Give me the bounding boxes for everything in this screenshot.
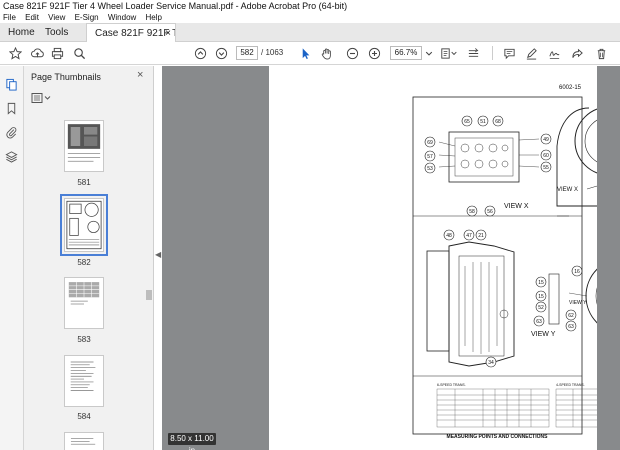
valve-block-drawing xyxy=(438,131,540,183)
tab-document[interactable]: Case 821F 921F Tie... × xyxy=(86,23,176,42)
page-thumbnails-icon[interactable] xyxy=(5,78,19,92)
page-footer: MEASURING POINTS AND CONNECTIONS xyxy=(447,434,549,440)
tab-bar: Home Tools Case 821F 921F Tie... × xyxy=(0,23,620,42)
pdf-page: 6002-15 65 xyxy=(269,66,620,450)
page-total: / 1063 xyxy=(261,48,284,57)
highlight-pen-icon[interactable] xyxy=(524,46,538,60)
svg-text:48: 48 xyxy=(446,233,452,239)
svg-text:63: 63 xyxy=(568,324,574,330)
svg-text:56: 56 xyxy=(487,209,493,215)
select-cursor-icon[interactable] xyxy=(298,46,312,60)
transmission-side-drawing xyxy=(426,241,515,367)
svg-text:62: 62 xyxy=(568,313,574,319)
svg-text:52: 52 xyxy=(538,305,544,311)
close-tab-icon[interactable]: × xyxy=(165,28,171,39)
star-icon[interactable] xyxy=(8,46,22,60)
view-y-callout: VIEW Y xyxy=(569,300,587,306)
zoom-level-input[interactable]: 66.7% xyxy=(390,46,422,60)
view-y-label: VIEW Y xyxy=(531,331,556,338)
table-left xyxy=(436,388,550,428)
thumbnail-page-583[interactable] xyxy=(64,277,104,329)
tab-home[interactable]: Home xyxy=(8,27,35,38)
next-page-icon[interactable] xyxy=(214,46,228,60)
thumbnail-label: 581 xyxy=(77,178,91,187)
svg-text:21: 21 xyxy=(478,233,484,239)
thumbnail-label: 584 xyxy=(77,412,91,421)
scrollbar-thumb[interactable] xyxy=(146,290,152,300)
page-fit-icon[interactable] xyxy=(438,46,452,60)
transmission-top-drawing xyxy=(556,106,620,217)
upload-cloud-icon[interactable] xyxy=(30,46,44,60)
svg-text:68: 68 xyxy=(495,119,501,125)
panel-title: Page Thumbnails xyxy=(31,72,101,82)
view-x-callout: VIEW X xyxy=(557,187,578,193)
thumbnail-label: 583 xyxy=(77,335,91,344)
tab-document-label: Case 821F 921F Tie... xyxy=(95,28,175,39)
svg-text:58: 58 xyxy=(469,209,475,215)
hand-tool-icon[interactable] xyxy=(319,46,333,60)
attachment-paperclip-icon[interactable] xyxy=(5,126,19,140)
thumbnail-page-581[interactable] xyxy=(64,120,104,172)
left-navigation-rail xyxy=(0,66,24,450)
previous-page-icon[interactable] xyxy=(193,46,207,60)
thumbnail-page-582[interactable] xyxy=(60,194,108,256)
svg-text:49: 49 xyxy=(543,137,549,143)
table-right-title: 4-SPEED TRANS. xyxy=(556,383,585,387)
document-view[interactable]: 6002-15 65 xyxy=(162,66,620,450)
zoom-in-icon[interactable] xyxy=(367,46,381,60)
page-fit-chevron-icon[interactable] xyxy=(450,46,458,60)
delete-trash-icon[interactable] xyxy=(594,46,608,60)
thumbnail-page-next[interactable] xyxy=(64,432,104,450)
table-right xyxy=(555,388,620,428)
print-icon[interactable] xyxy=(50,46,64,60)
zoom-out-icon[interactable] xyxy=(345,46,359,60)
bookmark-icon[interactable] xyxy=(5,102,19,116)
svg-text:15: 15 xyxy=(538,294,544,300)
table-left-title: 6-SPEED TRANS. xyxy=(437,383,466,387)
svg-text:65: 65 xyxy=(464,119,470,125)
thumbnail-page-584[interactable] xyxy=(64,355,104,407)
page-id: 6002-15 xyxy=(559,85,582,91)
toolbar: 582 / 1063 66.7% xyxy=(0,42,620,65)
zoom-dropdown-chevron-icon[interactable] xyxy=(424,46,434,60)
svg-text:63: 63 xyxy=(536,319,542,325)
menu-help[interactable]: Help xyxy=(145,13,162,22)
svg-text:15: 15 xyxy=(538,280,544,286)
page-size-badge: 8.50 x 11.00 in xyxy=(168,433,216,450)
menu-window[interactable]: Window xyxy=(107,13,137,22)
svg-text:51: 51 xyxy=(480,119,486,125)
collapse-panel-arrow-icon[interactable]: ◀ xyxy=(155,250,162,259)
svg-text:60: 60 xyxy=(543,153,549,159)
page-thumbnails-panel: Page Thumbnails × 581 xyxy=(24,66,154,450)
thumbnails-scrollbar[interactable] xyxy=(145,112,153,450)
svg-text:47: 47 xyxy=(466,233,472,239)
thumbnail-options-icon[interactable] xyxy=(31,92,53,104)
comment-icon[interactable] xyxy=(502,46,516,60)
layers-icon[interactable] xyxy=(5,150,19,164)
svg-text:57: 57 xyxy=(427,154,433,160)
share-mail-icon[interactable] xyxy=(570,46,584,60)
svg-text:53: 53 xyxy=(427,166,433,172)
menu-bar: File Edit View E-Sign Window Help xyxy=(0,12,620,23)
close-panel-icon[interactable]: × xyxy=(137,69,144,81)
menu-esign[interactable]: E-Sign xyxy=(74,13,99,22)
svg-text:69: 69 xyxy=(427,140,433,146)
svg-text:34: 34 xyxy=(488,360,494,366)
thumbnails-list: 581 582 583 xyxy=(24,112,146,450)
svg-text:55: 55 xyxy=(543,165,549,171)
view-x-label: VIEW X xyxy=(504,203,529,210)
draw-signature-icon[interactable] xyxy=(547,46,561,60)
scroll-mode-icon[interactable] xyxy=(466,46,480,60)
menu-file[interactable]: File xyxy=(3,13,16,22)
menu-edit[interactable]: Edit xyxy=(25,13,39,22)
tab-tools[interactable]: Tools xyxy=(45,27,69,38)
menu-view[interactable]: View xyxy=(48,13,66,22)
thumbnail-label: 582 xyxy=(77,258,91,267)
page-number-input[interactable]: 582 xyxy=(236,46,258,60)
svg-text:16: 16 xyxy=(574,269,580,275)
window-title: Case 821F 921F Tier 4 Wheel Loader Servi… xyxy=(0,0,620,12)
search-icon[interactable] xyxy=(72,46,86,60)
